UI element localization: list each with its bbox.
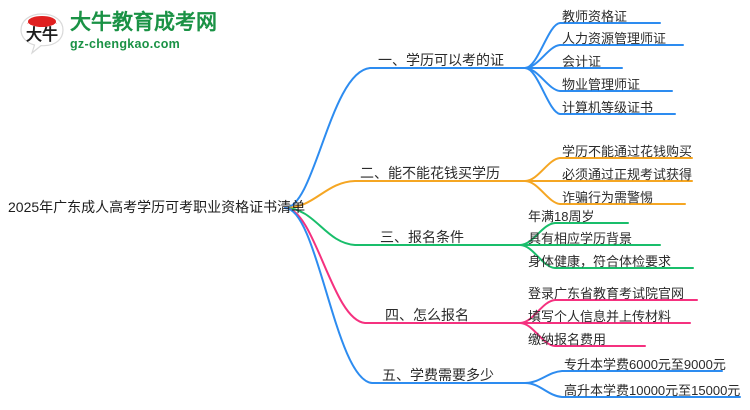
root-node[interactable]: 2025年广东成人高考学历可考职业资格证书清单 bbox=[8, 199, 306, 215]
leaf-node-5-1[interactable]: 专升本学费6000元至9000元 bbox=[564, 357, 726, 372]
branch-node-4[interactable]: 四、怎么报名 bbox=[385, 307, 469, 323]
leaf-node-1-1[interactable]: 教师资格证 bbox=[562, 9, 628, 24]
branch-node-5[interactable]: 五、学费需要多少 bbox=[382, 367, 494, 383]
daniu-speech-bubble-logo-icon: 大牛 bbox=[18, 10, 66, 56]
leaf-node-4-3[interactable]: 缴纳报名费用 bbox=[528, 332, 607, 347]
connector-b1-c5 bbox=[524, 67, 676, 115]
leaf-node-3-1[interactable]: 年满18周岁 bbox=[528, 209, 595, 224]
logo-subtitle: gz-chengkao.com bbox=[70, 37, 181, 51]
branch-node-1[interactable]: 一、学历可以考的证 bbox=[378, 52, 504, 68]
connector-b1-c2 bbox=[524, 44, 684, 69]
connector-root-branch-1 bbox=[284, 67, 526, 209]
logo-text-block: 大牛教育成考网 gz-chengkao.com bbox=[70, 10, 250, 56]
leaf-node-5-2[interactable]: 高升本学费10000元至15000元 bbox=[564, 383, 741, 398]
branch-node-3[interactable]: 三、报名条件 bbox=[380, 229, 464, 245]
leaf-node-3-2[interactable]: 具有相应学历背景 bbox=[528, 231, 633, 246]
svg-text:大牛: 大牛 bbox=[26, 25, 58, 44]
leaf-node-1-2[interactable]: 人力资源管理师证 bbox=[562, 31, 667, 46]
leaf-node-2-2[interactable]: 必须通过正规考试获得 bbox=[562, 167, 693, 182]
connector-b5-c2 bbox=[524, 382, 741, 398]
leaf-node-2-1[interactable]: 学历不能通过花钱购买 bbox=[562, 144, 693, 159]
connector-b4-c3 bbox=[519, 322, 646, 347]
branch-node-2[interactable]: 二、能不能花钱买学历 bbox=[360, 165, 500, 181]
connector-root-branch-2 bbox=[284, 180, 526, 209]
leaf-node-4-1[interactable]: 登录广东省教育考试院官网 bbox=[528, 286, 685, 301]
leaf-node-1-4[interactable]: 物业管理师证 bbox=[562, 77, 641, 92]
logo-title: 大牛教育成考网 bbox=[70, 11, 217, 34]
site-logo: 大牛 大牛教育成考网 gz-chengkao.com bbox=[18, 10, 248, 56]
connector-root-branch-5 bbox=[284, 207, 526, 384]
leaf-node-2-3[interactable]: 诈骗行为需警惕 bbox=[562, 190, 654, 205]
leaf-node-3-3[interactable]: 身体健康，符合体检要求 bbox=[528, 254, 672, 269]
connector-root-branch-3 bbox=[284, 207, 521, 246]
leaf-node-1-3[interactable]: 会计证 bbox=[562, 54, 602, 69]
connector-b2-c3 bbox=[524, 180, 686, 205]
leaf-node-4-2[interactable]: 填写个人信息并上传材料 bbox=[528, 309, 672, 324]
connector-b3-c3 bbox=[519, 244, 694, 269]
leaf-node-1-5[interactable]: 计算机等级证书 bbox=[562, 100, 654, 115]
